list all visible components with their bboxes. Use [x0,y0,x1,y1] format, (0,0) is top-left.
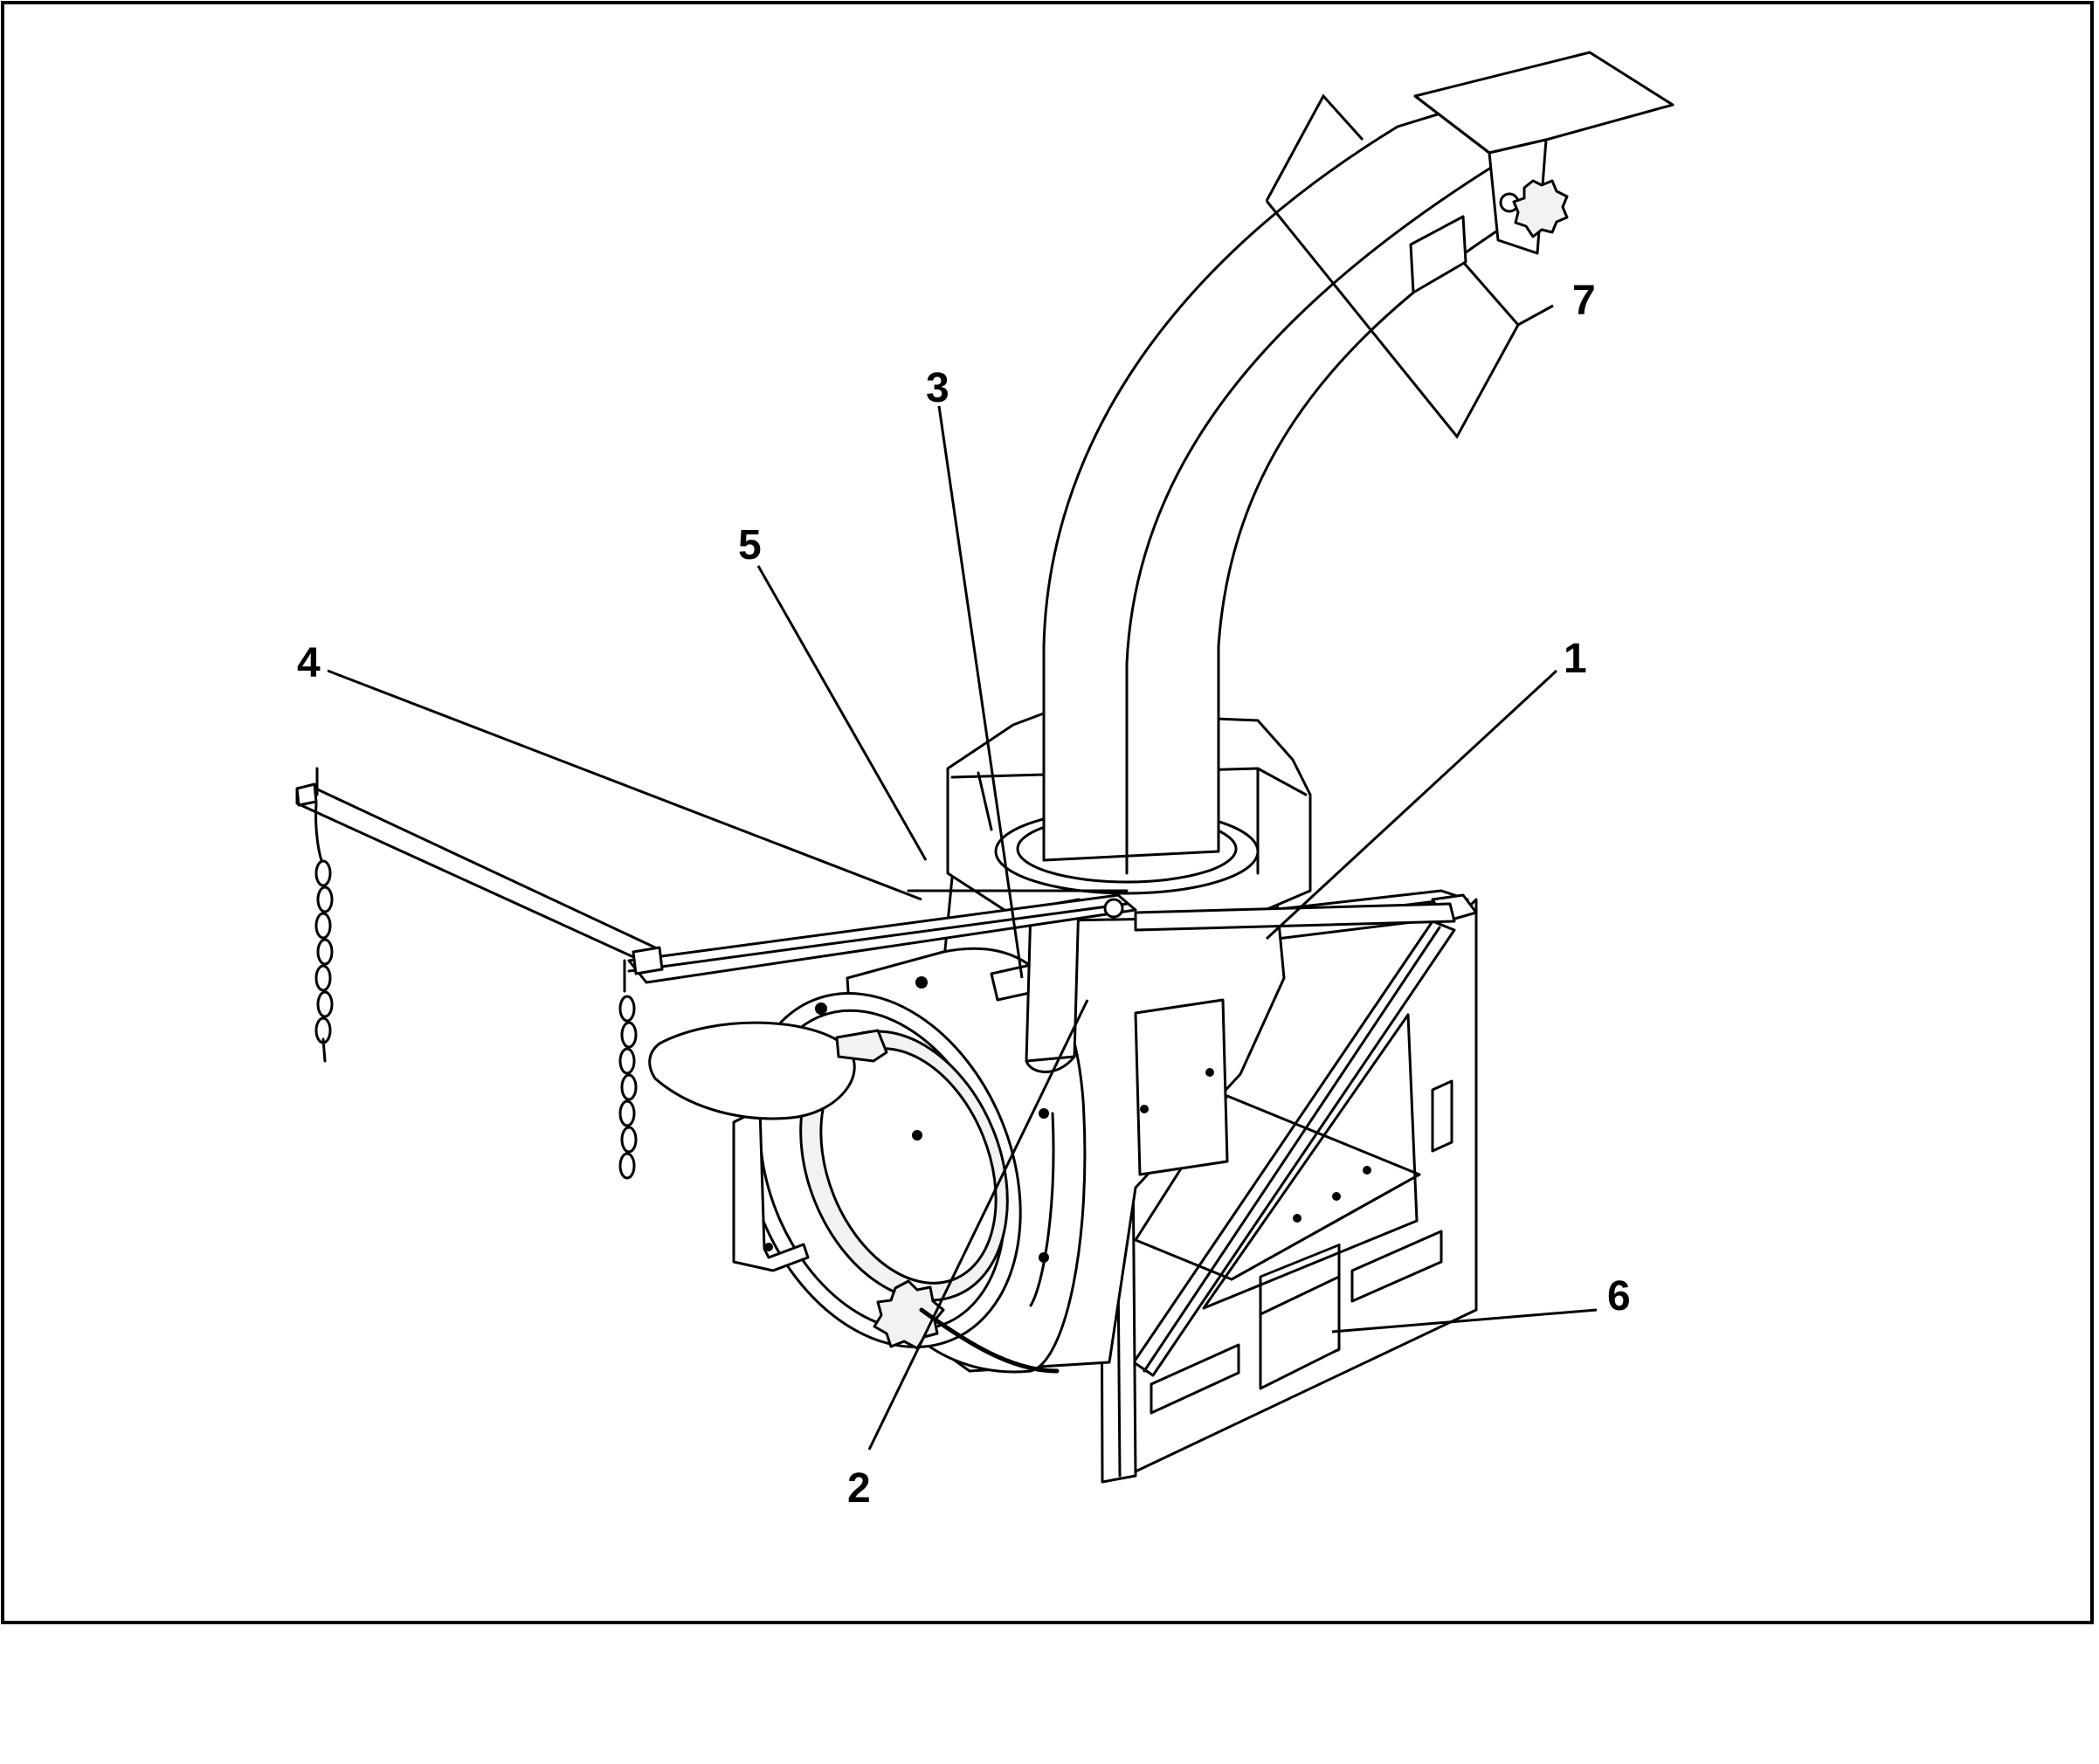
callout-2: 2 [847,1465,871,1512]
hitch-arm [295,767,1456,1180]
leader-lines [327,93,1598,1450]
discharge-chute [1042,51,1674,875]
callout-1: 1 [1564,636,1587,682]
leader-2 [867,999,1089,1450]
leader-3 [937,405,1024,979]
leader-7b [1265,200,1520,439]
callout-4: 4 [297,640,321,686]
decal-7 [1409,215,1467,294]
leader-5 [756,565,928,861]
callout-7: 7 [1572,278,1596,324]
chain-left [314,859,334,1063]
leader-7 [1461,261,1554,327]
blower-housing [648,789,1286,1374]
chain-middle [618,995,638,1180]
callout-3: 3 [926,365,949,411]
leader-1 [1265,669,1558,941]
leader-4 [327,669,922,901]
callout-5: 5 [738,522,762,568]
leader-7c [1265,93,1364,202]
leader-6 [1331,1308,1598,1333]
diagram-frame [1,1,2094,1624]
callout-6: 6 [1607,1273,1631,1320]
callout-labels: 1 2 3 4 5 6 7 [297,278,1631,1512]
